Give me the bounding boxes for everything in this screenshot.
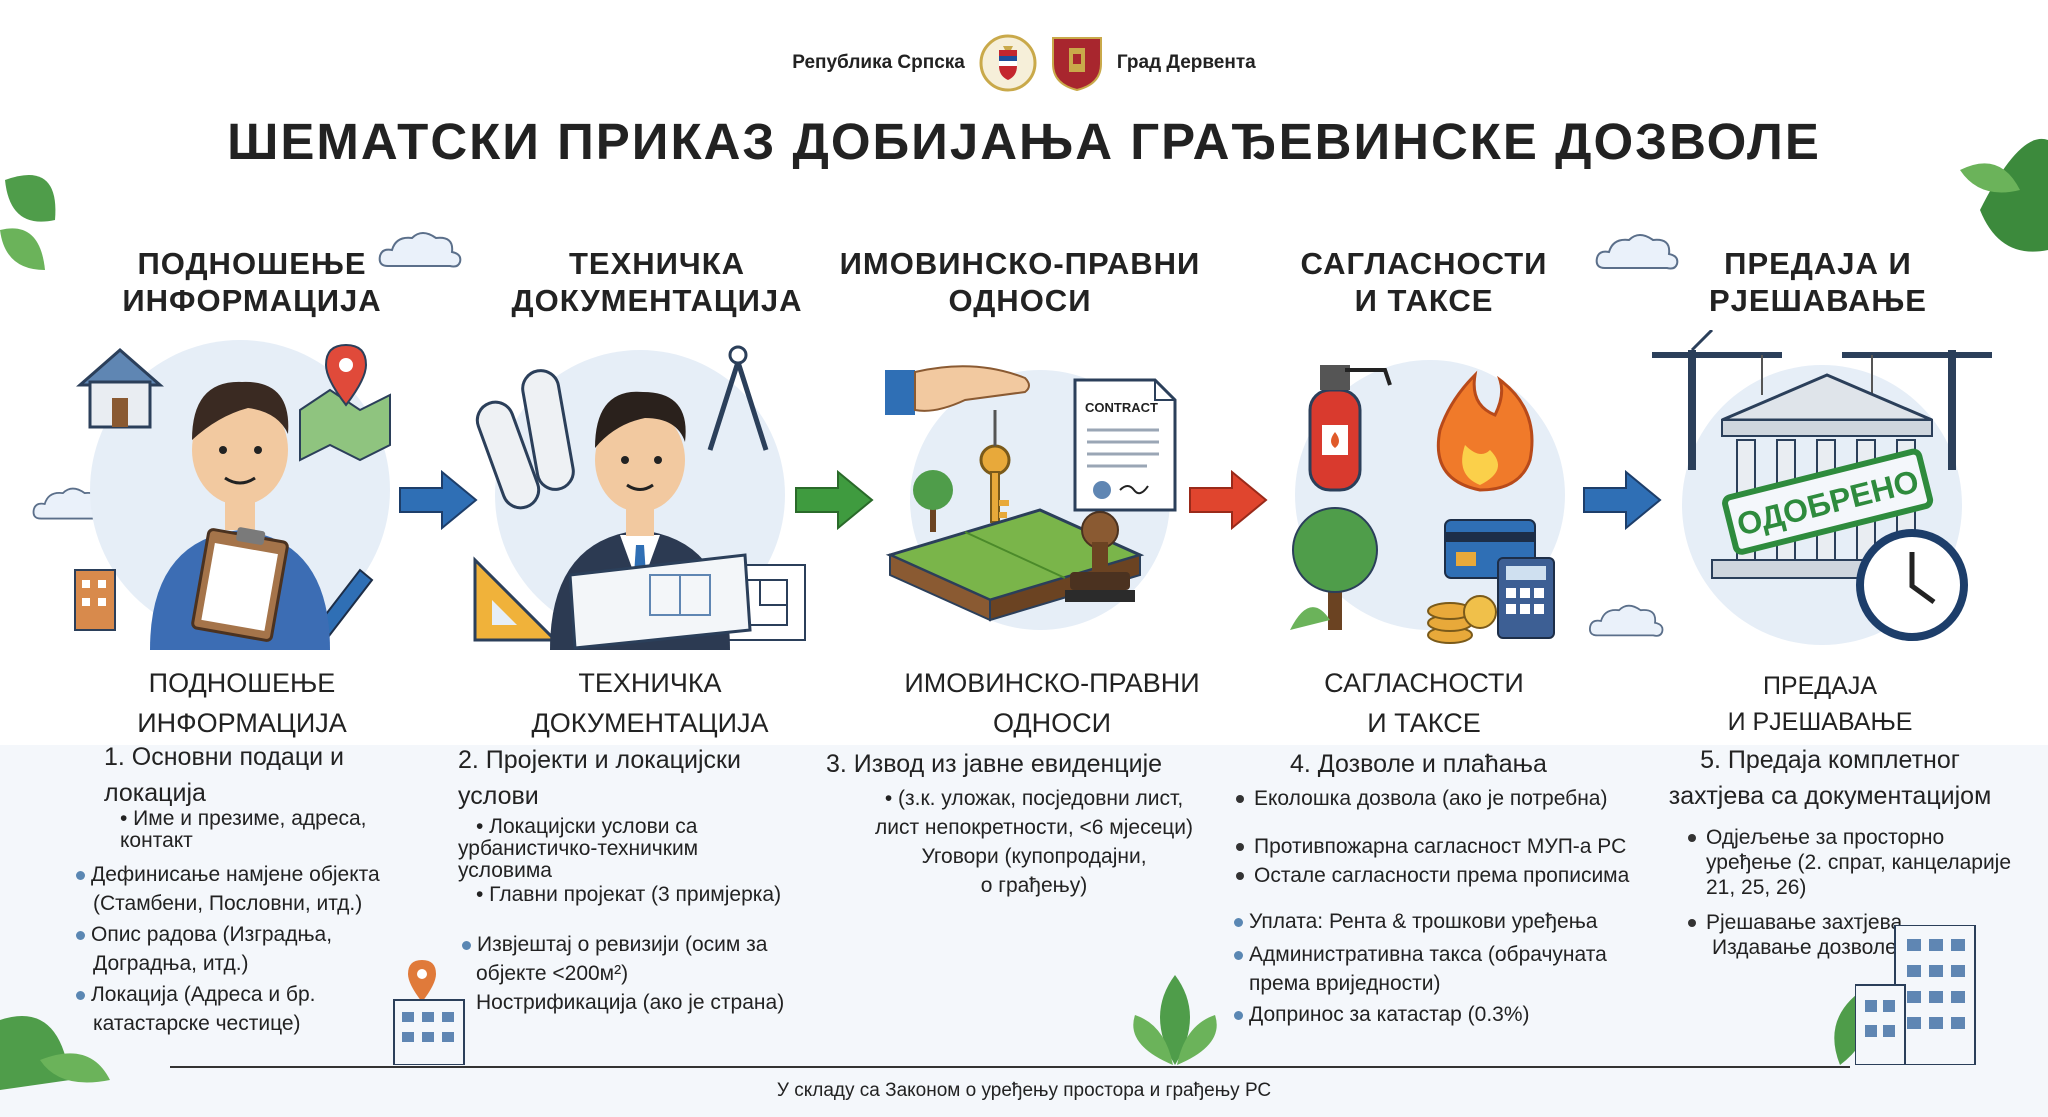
bullet-icon (462, 940, 471, 950)
step-5-item-department: Одјељење за просторно уређење (2. спрат,… (1688, 825, 2038, 900)
step-2-item-revision: Извјештај о ревизији (осим за објекте <2… (462, 930, 856, 1017)
step-3-heading: ИМОВИНСКО-ПРАВНИ ОДНОСИ (839, 246, 1201, 318)
fire-extinguisher-icon (1308, 365, 1392, 492)
cloud-icon (378, 232, 462, 268)
key-icon (979, 410, 1011, 523)
bullet-icon (1236, 843, 1244, 852)
step-4-item-other: Остале сагласности према прописима (1236, 861, 1656, 890)
pinned-building-icon (393, 960, 465, 1065)
step-3-item-extract: • (з.к. уложак, посједовни лист, лист не… (874, 787, 1193, 897)
lower-background-band (0, 745, 2048, 1117)
step-1-item-location: Локација (Адреса и бр. катастарске чести… (76, 980, 436, 1038)
step-2-subheading: ТЕХНИЧКА ДОКУМЕНТАЦИЈА (531, 668, 769, 738)
step-1-heading: ПОДНОШЕЊЕ ИНФОРМАЦИЈА (122, 246, 382, 318)
bullet-icon (76, 870, 85, 880)
map-pin-icon (299, 343, 391, 462)
republika-srpska-coat-of-arms-icon (979, 34, 1037, 92)
step-1-subheading: ПОДНОШЕЊЕ ИНФОРМАЦИЈА (137, 668, 347, 738)
step-4-number-title: 4. Дозволе и плаћања (1290, 750, 1547, 778)
arrow-right-icon (1189, 470, 1268, 530)
leaf-decoration-bottomleft (0, 1016, 110, 1090)
footer-divider (170, 1066, 1850, 1068)
step-4-item-payment: Уплата: Рента & трошкови уређења (1234, 907, 1654, 936)
page-title: ШЕМАТСКИ ПРИКАЗ ДОБИЈАЊА ГРАЂЕВИНСКЕ ДОЗ… (227, 113, 1821, 170)
blueprint-rolls-icon (475, 369, 575, 510)
calculator-icon (1497, 557, 1555, 639)
step-4-illustration-permits-and-fees (1290, 360, 1565, 644)
step-1-item-works: Опис радова (Изградња, Доградња, итд.) (76, 920, 436, 978)
step-5-heading: ПРЕДАЈА И РЈЕШАВАЊЕ (1709, 246, 1927, 318)
step-1-number-title: 1. Основни подаци и локација (104, 743, 345, 807)
bullet-icon (1234, 917, 1243, 927)
step-2-illustration-engineer-with-blueprints (473, 345, 806, 650)
step-5-number-title: 5. Предаја комплетног захтјева са докуме… (1668, 746, 1992, 810)
cloud-icon (1595, 234, 1679, 270)
step-1-item-purpose: Дефинисање намјене објекта (Стамбени, По… (76, 860, 436, 918)
house-icon (76, 348, 164, 429)
bullet-icon (1236, 872, 1244, 881)
step-5-illustration-approved-building: ОДОБРЕНО (1652, 330, 1992, 645)
step-3-subheading: ИМОВИНСКО-ПРАВНИ ОДНОСИ (904, 668, 1200, 738)
leaf-decoration-topleft (0, 175, 56, 270)
step-1-illustration-person-with-clipboard (74, 340, 391, 650)
step-2-item-location-conditions: • Локацијски услови са урбанистичко-техн… (458, 815, 699, 882)
step-2-item-main-project: • Главни пројекат (3 примјерка) (476, 883, 782, 906)
building-icon (74, 569, 116, 631)
step-5-subheading: ПРЕДАЈА И РЈЕШАВАЊЕ (1727, 672, 1913, 736)
coins-icon (1427, 595, 1497, 644)
stamp-icon (1065, 511, 1135, 602)
step-5-item-resolution: Рјешавање захтјева Издавање дозволе (1688, 910, 2038, 960)
step-4-subheading: САГЛАСНОСТИ И ТАКСЕ (1324, 668, 1524, 738)
cloud-icon (1589, 604, 1664, 637)
header: Република Српска Град Дервента (0, 34, 2048, 92)
derventa-coat-of-arms-icon (1051, 37, 1102, 92)
bullet-icon (1236, 795, 1244, 804)
contract-document-icon: CONTRACT (1073, 378, 1177, 512)
bullet-icon (1234, 950, 1243, 960)
leaf-decoration-bottomcenter (1133, 975, 1217, 1065)
step-2-number-title: 2. Пројекти и локацијски услови (458, 746, 741, 810)
bullet-icon (1234, 1010, 1243, 1020)
compass-icon (707, 345, 769, 451)
office-building-icon (1855, 925, 1976, 1065)
step-3-illustration-property-key-contract: CONTRACT (885, 365, 1177, 630)
bullet-icon (76, 990, 85, 1000)
crane-icon (1652, 330, 1782, 470)
step-2-heading: ТЕХНИЧКА ДОКУМЕНТАЦИЈА (511, 246, 803, 318)
bullet-icon (1688, 834, 1696, 843)
step-4-item-admin-fee: Административна такса (обрачуната према … (1234, 940, 1654, 998)
header-right-text: Град Дервента (1116, 52, 1256, 73)
arrow-right-icon (795, 470, 874, 530)
arrow-right-icon (1583, 470, 1662, 530)
triangle-ruler-icon (473, 556, 559, 642)
step-4-item-fire: Противпожарна сагласност МУП-а РС (1236, 832, 1656, 861)
tree-icon (913, 470, 953, 532)
step-4-item-cadastre: Допринос за катастар (0.3%) (1234, 1000, 1654, 1029)
contract-label: CONTRACT (1085, 400, 1158, 415)
leaf-decoration-topright (1960, 138, 2048, 252)
step-4-heading: САГЛАСНОСТИ И ТАКСЕ (1300, 246, 1548, 318)
arrow-right-icon (399, 470, 478, 530)
header-left-text: Република Српска (792, 52, 965, 73)
step-3-number-title: 3. Извод из јавне евиденције (826, 750, 1163, 778)
tree-icon (1290, 507, 1378, 630)
footer-text: У складу са Законом о уређењу простора и… (776, 1080, 1272, 1101)
flame-icon (1436, 370, 1534, 492)
bullet-icon (76, 930, 85, 940)
crane-icon (1842, 350, 1992, 470)
clock-icon (1856, 529, 1968, 641)
bullet-icon (1688, 919, 1696, 928)
step-4-item-eco: Еколошка дозвола (ако је потребна) (1236, 784, 1656, 813)
step-1-item-name: • Име и презиме, адреса, контакт (120, 807, 367, 852)
